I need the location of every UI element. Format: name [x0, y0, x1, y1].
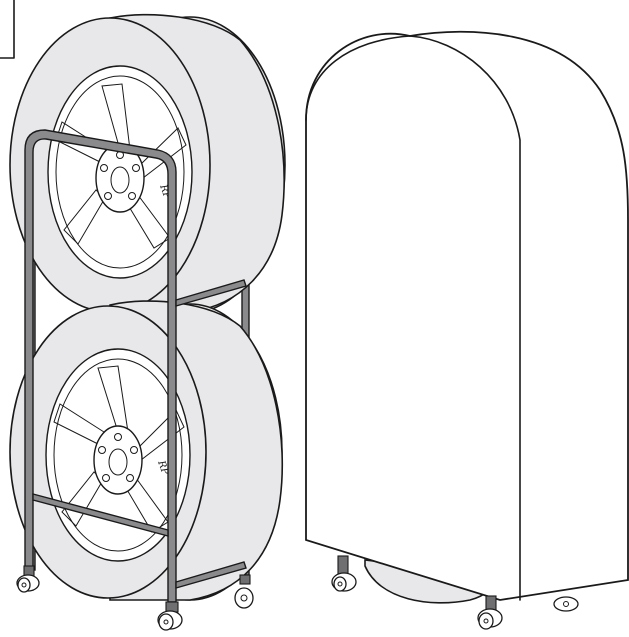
- lower-hub-cap: [108, 448, 128, 476]
- lower-lug-nuts: [98, 433, 138, 482]
- cover-caster-left: [331, 555, 357, 592]
- lower-wheel: RP: [9, 300, 284, 601]
- tire-cover-seam: [409, 35, 521, 601]
- rack-front-bar-upper: [175, 279, 247, 307]
- lower-rim-inner: [53, 358, 183, 552]
- lower-hub: [93, 425, 143, 495]
- upper-rim-inner: [55, 75, 185, 269]
- upper-lug-nuts: [100, 151, 140, 200]
- tire-rack: RP RP: [9, 13, 286, 631]
- upper-hub-cap: [110, 166, 130, 194]
- rack-caster-front-left: [16, 565, 40, 593]
- tire-cover: [305, 30, 629, 601]
- upper-wheel: RP: [9, 13, 286, 314]
- covered-rack: [305, 30, 629, 630]
- tire-cover-top-edge: [305, 35, 411, 121]
- cover-caster-right: [553, 596, 579, 612]
- corner-frame: [0, 0, 15, 59]
- lower-rim-text: RP: [155, 458, 171, 476]
- cover-caster-center: [477, 595, 503, 630]
- rack-front-bar-lower: [32, 493, 169, 537]
- rack-caster-front-right: [157, 601, 183, 631]
- rack-bottom-bar: [175, 561, 247, 589]
- rack-caster-back-right: [234, 574, 254, 609]
